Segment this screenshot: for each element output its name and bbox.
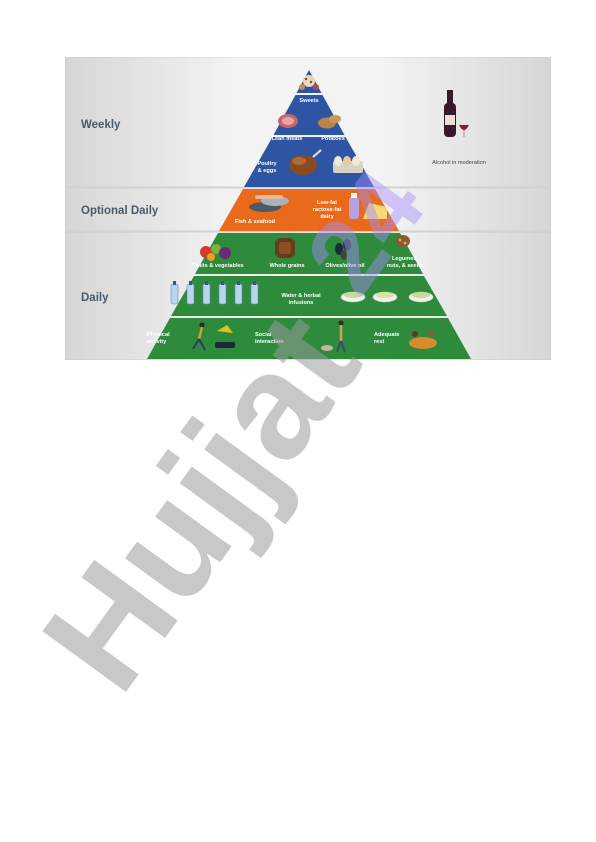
band-label-optional-daily: Optional Daily [81, 205, 159, 217]
poultry-icon [289, 149, 322, 175]
tier-plant-foods [195, 233, 423, 274]
eggs-icon [333, 156, 363, 173]
label-water-line1: Water & herbal [281, 293, 321, 299]
wine-bottle-icon [444, 90, 469, 137]
sweets-icon [299, 75, 319, 90]
label-olives: Olives/olive oil [325, 263, 365, 269]
label-poultry-line1: Poultry [257, 161, 277, 167]
label-fish: Fish & seafood [235, 219, 276, 225]
label-social-line1: Social [255, 332, 272, 338]
label-social-line2: interaction [255, 339, 284, 345]
fish-icon [249, 195, 289, 212]
label-lean-meats: Lean meats [272, 136, 303, 142]
label-poultry-line2: & eggs [258, 168, 277, 174]
label-dairy-line2: ractose-fat [313, 207, 342, 213]
dairy-icon [349, 193, 387, 219]
legumes-icon [396, 235, 410, 247]
band-label-weekly: Weekly [81, 119, 121, 131]
label-legumes-line2: nuts, & seeds [387, 263, 423, 269]
whole-grains-icon [275, 238, 295, 258]
potatoes-icon [318, 115, 341, 129]
label-rest-line2: rest [374, 339, 384, 345]
water-bottles-icon [170, 281, 259, 305]
social-icon [321, 320, 346, 353]
label-potatoes: Potatoes [321, 136, 345, 142]
label-dairy-line1: Low-fat [317, 200, 337, 206]
tea-cups-icon [340, 291, 434, 303]
label-physical-line1: Physical [147, 332, 170, 338]
label-physical-line2: activity [147, 339, 167, 345]
tier-labels: Sweets Lean meats Potatoes Poultry & egg… [147, 98, 423, 345]
runner-icon [192, 322, 235, 351]
illustrations [170, 75, 469, 353]
label-whole-grains: Whole grains [269, 263, 304, 269]
label-legumes-line1: Legumes, [392, 256, 419, 262]
label-alcohol: Alcohol in moderation [432, 160, 486, 166]
label-water-line2: infusions [289, 300, 314, 306]
rest-icon [409, 330, 437, 349]
lean-meats-icon [278, 114, 298, 128]
olives-icon [335, 239, 351, 260]
band-label-daily: Daily [81, 292, 109, 304]
label-rest-line1: Adequate [374, 332, 400, 338]
label-sweets: Sweets [299, 98, 318, 104]
label-fruits: Fruits & vegetables [192, 263, 244, 269]
food-pyramid-figure: Weekly Optional Daily Daily [65, 57, 551, 360]
fruits-vegetables-icon [200, 244, 231, 261]
label-dairy-line3: dairy [320, 214, 334, 220]
